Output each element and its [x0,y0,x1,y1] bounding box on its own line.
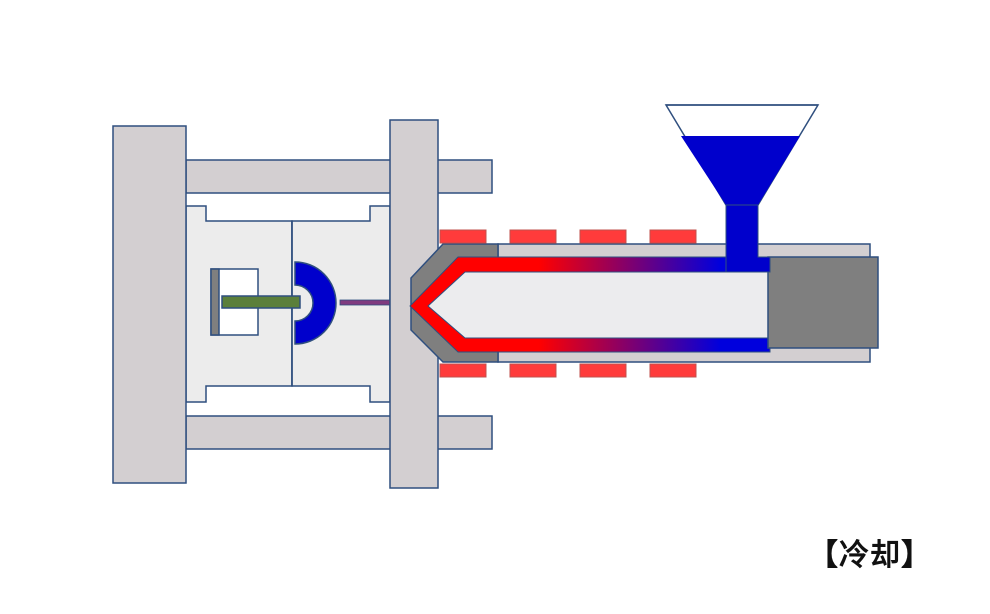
heater-band-top-2 [509,229,557,244]
heater-bands [439,229,697,378]
heater-band-bottom-2 [509,363,557,378]
barrel-chamber [411,262,770,345]
tie-bar-top [185,159,493,194]
heater-band-top-3 [579,229,627,244]
tie-bar-bottom [185,415,493,450]
heater-band-top-1 [439,229,487,244]
ejector-plate-rear [210,268,220,336]
hopper-resin [681,136,800,205]
ejector-rod [221,295,301,309]
heater-band-top-4 [649,229,697,244]
screw [767,256,879,349]
molded-part [294,261,337,345]
phase-caption: 【冷却】 [808,538,932,573]
heater-band-bottom-1 [439,363,487,378]
hopper-feed-throat [725,204,771,273]
heater-band-bottom-4 [649,363,697,378]
moving-platen [112,125,187,484]
heater-band-bottom-3 [579,363,627,378]
